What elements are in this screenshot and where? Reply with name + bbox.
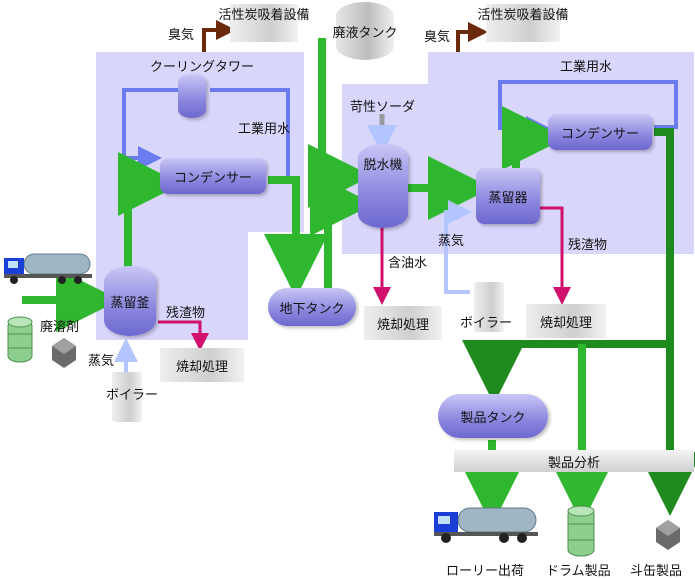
underground-to-dehydrator-arrow bbox=[310, 172, 374, 290]
condenser-left: コンデンサー bbox=[160, 158, 266, 194]
boiler-left-label: ボイラー bbox=[106, 388, 159, 403]
odor-label-right: 臭気 bbox=[424, 30, 451, 45]
residue-label-right: 残渣物 bbox=[568, 238, 608, 253]
distiller-to-condenser-arrow bbox=[502, 106, 566, 170]
condenser-right: コンデンサー bbox=[548, 114, 652, 150]
industrial-water-label-right: 工業用水 bbox=[560, 60, 613, 75]
industrial-water-label-left: 工業用水 bbox=[238, 122, 291, 137]
right-process-area-top bbox=[428, 52, 694, 92]
output-lorry-label: ローリー出荷 bbox=[446, 564, 525, 579]
residue-right-arrow bbox=[538, 206, 571, 305]
product-tank: 製品タンク bbox=[438, 394, 548, 438]
odor-vent-left bbox=[202, 20, 236, 52]
cooling-tower-label: クーリングタワー bbox=[150, 60, 255, 75]
incineration-box-1: 焼却処理 bbox=[160, 348, 244, 382]
caustic-soda-label: 苛性ソーダ bbox=[350, 100, 416, 115]
steam-label-left: 蒸気 bbox=[88, 354, 115, 369]
product-analysis-bar: 製品分析 bbox=[454, 450, 694, 472]
dehydrator: 脱水機 bbox=[358, 144, 408, 228]
residue-label-left: 残渣物 bbox=[166, 306, 206, 321]
carbon-adsorption-left: 活性炭吸着設備 bbox=[219, 4, 310, 42]
steam-right-arrow bbox=[444, 200, 472, 294]
waste-solvent-label: 廃溶剤 bbox=[40, 320, 80, 335]
condenser-to-underground-arrow bbox=[264, 176, 328, 298]
output-drum-label: ドラム製品 bbox=[546, 564, 611, 579]
distiller: 蒸留器 bbox=[476, 168, 540, 224]
steam-label-right: 蒸気 bbox=[438, 234, 465, 249]
carbon-adsorption-right: 活性炭吸着設備 bbox=[478, 4, 569, 42]
boiler-left bbox=[112, 372, 142, 422]
still: 蒸留釜 bbox=[104, 266, 156, 336]
output-can-label: 斗缶製品 bbox=[630, 564, 683, 579]
waste-tank: 廃液タンク bbox=[333, 2, 398, 60]
residue-left-arrow bbox=[158, 320, 209, 351]
underground-tank: 地下タンク bbox=[268, 288, 356, 326]
cooling-tower bbox=[178, 74, 206, 118]
still-to-condenser-arrow bbox=[118, 152, 182, 268]
boiler-right bbox=[474, 282, 504, 332]
odor-label-left: 臭気 bbox=[168, 28, 195, 43]
incineration-box-2: 焼却処理 bbox=[364, 306, 442, 340]
incineration-box-3: 焼却処理 bbox=[526, 304, 606, 338]
oily-water-label: 含油水 bbox=[388, 256, 428, 271]
boiler-right-label: ボイラー bbox=[460, 316, 513, 331]
odor-vent-right bbox=[456, 22, 488, 52]
